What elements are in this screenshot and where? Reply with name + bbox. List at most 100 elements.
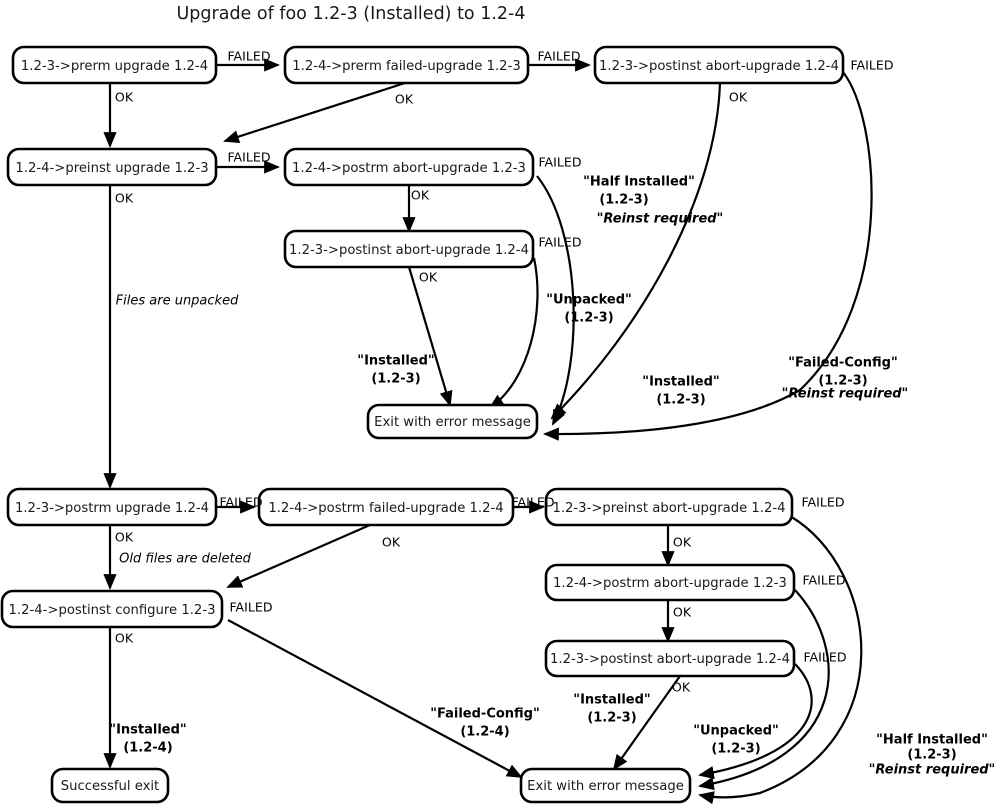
node-postinst-abort-upgrade-top[interactable]: 1.2-3->postinst abort-upgrade 1.2-4 xyxy=(593,45,845,85)
edge-label-ok-n11-n12: OK xyxy=(673,605,692,620)
node-postrm-abort-upgrade-bottom[interactable]: 1.2-4->postrm abort-upgrade 1.2-3 xyxy=(544,563,796,602)
node-box xyxy=(257,487,515,527)
node-postinst-abort-upgrade-mid[interactable]: 1.2-3->postinst abort-upgrade 1.2-4 xyxy=(283,229,535,269)
state-line-2: (1.2-4) xyxy=(123,741,172,756)
node-postinst-abort-upgrade-bottom[interactable]: 1.2-3->postinst abort-upgrade 1.2-4 xyxy=(544,639,796,678)
node-box xyxy=(50,767,170,804)
node-prerm-failed-upgrade[interactable]: 1.2-4->prerm failed-upgrade 1.2-3 xyxy=(283,45,530,85)
node-box xyxy=(593,45,845,85)
node-postinst-configure[interactable]: 1.2-4->postinst configure 1.2-3 xyxy=(0,589,224,629)
node-label: Exit with error message xyxy=(374,415,531,430)
node-box xyxy=(283,147,535,187)
node-exit-error-lower[interactable]: Exit with error message xyxy=(519,767,692,804)
edge-label-failed-n9-n10: FAILED xyxy=(511,495,554,510)
state-annotation-installed-1-2-4: "Installed" (1.2-4) xyxy=(109,723,186,756)
state-annotation-half-installed-top: "Half Installed" (1.2-3) "Reinst require… xyxy=(583,175,723,227)
state-annotation-unpacked-top: "Unpacked" (1.2-3) xyxy=(546,293,632,326)
edge-n13-exit-failed xyxy=(227,619,523,778)
edge-label-ok-n10-n11: OK xyxy=(673,535,692,550)
state-line-1: "Unpacked" xyxy=(546,293,632,308)
edge-label-ok-n9-n13: OK xyxy=(382,535,401,550)
edge-label-failed-n10-exit: FAILED xyxy=(801,495,844,510)
state-line-1: "Unpacked" xyxy=(693,724,779,739)
edge-label-failed-n2-n3: FAILED xyxy=(537,49,580,64)
edge-label-ok-n6-exit: OK xyxy=(419,270,438,285)
edge-n9-n13 xyxy=(226,523,371,589)
state-line-2: (1.2-3) xyxy=(564,311,613,326)
node-prerm-upgrade[interactable]: 1.2-3->prerm upgrade 1.2-4 xyxy=(11,45,218,85)
node-preinst-upgrade[interactable]: 1.2-4->preinst upgrade 1.2-3 xyxy=(6,147,218,187)
state-line-1: "Installed" xyxy=(357,354,434,369)
node-label: 1.2-3->postrm upgrade 1.2-4 xyxy=(15,501,209,516)
edge-label-failed-n6-exit: FAILED xyxy=(538,235,581,250)
diagram-title: Upgrade of foo 1.2-3 (Installed) to 1.2-… xyxy=(177,4,526,24)
node-preinst-abort-upgrade[interactable]: 1.2-3->preinst abort-upgrade 1.2-4 xyxy=(544,487,794,527)
edge-n3-exit-failed xyxy=(543,71,873,441)
edge-label-ok-n2-n4: OK xyxy=(395,92,414,107)
node-box xyxy=(11,45,218,85)
edge-label-ok-n13-n14: OK xyxy=(115,631,134,646)
edge-n12-exit-failed xyxy=(698,663,813,780)
edge-n5-exit-failed xyxy=(536,175,575,426)
edge-label-ok-n4-n8: OK xyxy=(115,191,134,206)
node-label: 1.2-3->postinst abort-upgrade 1.2-4 xyxy=(550,652,790,667)
state-line-2: (1.2-3) xyxy=(656,393,705,408)
state-line-2: (1.2-3) xyxy=(587,711,636,726)
node-exit-error-upper[interactable]: Exit with error message xyxy=(366,403,539,440)
state-line-2: (1.2-3) xyxy=(371,372,420,387)
edge-n12-exit-ok xyxy=(612,675,681,771)
state-line-2: (1.2-3) xyxy=(818,374,867,389)
node-postrm-upgrade[interactable]: 1.2-3->postrm upgrade 1.2-4 xyxy=(6,487,218,527)
node-box xyxy=(6,487,218,527)
state-line-2: (1.2-4) xyxy=(460,725,509,740)
node-box xyxy=(544,639,796,678)
state-line-2: (1.2-3) xyxy=(907,748,956,763)
edge-n6-exit-ok xyxy=(407,266,453,407)
node-successful-exit[interactable]: Successful exit xyxy=(50,767,170,804)
node-box xyxy=(544,563,796,602)
state-annotation-installed-bottom: "Installed" (1.2-3) xyxy=(573,693,650,726)
state-line-3: "Reinst required" xyxy=(782,387,909,402)
node-label: Successful exit xyxy=(61,779,159,794)
node-label: 1.2-4->postrm abort-upgrade 1.2-3 xyxy=(553,576,787,591)
node-postrm-failed-upgrade[interactable]: 1.2-4->postrm failed-upgrade 1.2-4 xyxy=(257,487,515,527)
node-box xyxy=(0,589,224,629)
state-line-1: "Failed-Config" xyxy=(430,707,540,722)
note-old-files-deleted: Old files are deleted xyxy=(119,552,252,567)
edge-label-failed-n4-n5: FAILED xyxy=(227,150,270,165)
edge-n11-exit-failed xyxy=(698,589,830,791)
edge-label-failed-n5-exit: FAILED xyxy=(538,155,581,170)
edge-label-failed-n8-n9: FAILED xyxy=(219,495,262,510)
edge-label-failed-n1-n2: FAILED xyxy=(227,49,270,64)
edge-label-ok-n8-n13: OK xyxy=(115,530,134,545)
edge-label-failed-n13-exit: FAILED xyxy=(229,600,272,615)
node-box xyxy=(544,487,794,527)
edge-n2-n4 xyxy=(223,81,406,144)
state-annotation-installed-left: "Installed" (1.2-3) xyxy=(357,354,434,387)
edge-n6-exit-failed xyxy=(488,257,539,410)
node-box xyxy=(283,45,530,85)
state-annotation-failed-config-top: "Failed-Config" (1.2-3) "Reinst required… xyxy=(782,356,909,402)
state-annotation-unpacked-bottom: "Unpacked" (1.2-3) xyxy=(693,724,779,757)
node-postrm-abort-upgrade-mid[interactable]: 1.2-4->postrm abort-upgrade 1.2-3 xyxy=(283,147,535,187)
edge-label-ok-n5-n6: OK xyxy=(411,188,430,203)
node-label: 1.2-4->prerm failed-upgrade 1.2-3 xyxy=(292,59,520,74)
state-line-2: (1.2-3) xyxy=(711,742,760,757)
node-label: 1.2-3->postinst abort-upgrade 1.2-4 xyxy=(289,243,529,258)
state-line-3: "Reinst required" xyxy=(869,763,996,778)
node-label: 1.2-4->postrm abort-upgrade 1.2-3 xyxy=(292,161,526,176)
edge-label-ok-n1-n4: OK xyxy=(115,90,134,105)
state-annotation-installed-right: "Installed" (1.2-3) xyxy=(642,375,719,408)
state-line-1: "Failed-Config" xyxy=(788,356,898,371)
node-label: 1.2-4->preinst upgrade 1.2-3 xyxy=(15,161,208,176)
node-box xyxy=(6,147,218,187)
state-line-1: "Half Installed" xyxy=(876,733,988,748)
state-annotation-half-installed-bottom: "Half Installed" (1.2-3) "Reinst require… xyxy=(869,733,996,778)
node-label: Exit with error message xyxy=(527,779,684,794)
node-label: 1.2-3->preinst abort-upgrade 1.2-4 xyxy=(552,501,785,516)
edge-label-failed-n3-exit: FAILED xyxy=(850,58,893,73)
state-line-1: "Half Installed" xyxy=(583,175,695,190)
edge-label-failed-n12-exit: FAILED xyxy=(803,650,846,665)
node-box xyxy=(366,403,539,440)
